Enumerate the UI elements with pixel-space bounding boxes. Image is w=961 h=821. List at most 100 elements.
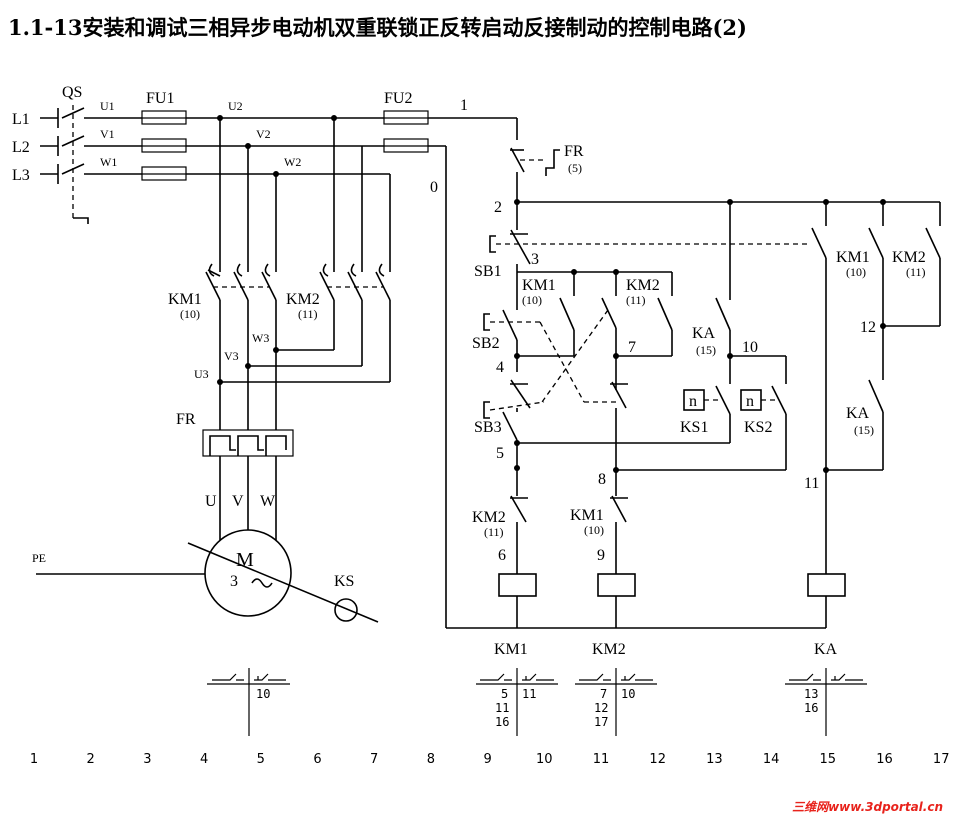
sb2-label: SB2 bbox=[472, 335, 500, 352]
column-number: 10 bbox=[536, 752, 553, 767]
ks1-label: KS1 bbox=[680, 419, 708, 436]
qs-label: QS bbox=[62, 84, 82, 101]
w1-label: W1 bbox=[100, 155, 117, 169]
coil-km2-label: KM2 bbox=[592, 641, 626, 658]
node-7: 7 bbox=[628, 339, 636, 356]
column-number: 9 bbox=[483, 752, 491, 767]
km2-main-ref: (11) bbox=[298, 307, 318, 321]
column-number: 5 bbox=[257, 752, 265, 767]
km1-interlock-label: KM1 bbox=[570, 507, 604, 524]
u3-label: U3 bbox=[194, 367, 209, 381]
ka-ctrl-ref: (15) bbox=[696, 343, 716, 357]
column-number: 8 bbox=[427, 752, 435, 767]
node-8: 8 bbox=[598, 471, 606, 488]
column-number: 11 bbox=[593, 752, 610, 767]
xref-km1-left-0: 5 bbox=[501, 687, 508, 701]
ka-right-ref: (15) bbox=[854, 423, 874, 437]
km2-interlock-label: KM2 bbox=[472, 509, 506, 526]
column-number: 15 bbox=[820, 752, 837, 767]
sb3-label: SB3 bbox=[474, 419, 502, 436]
ka-ctrl-label: KA bbox=[692, 325, 716, 342]
km2-main-label: KM2 bbox=[286, 291, 320, 308]
node-0: 0 bbox=[430, 179, 438, 196]
l3-label: L3 bbox=[12, 167, 30, 184]
w2-label: W2 bbox=[284, 155, 301, 169]
u1-label: U1 bbox=[100, 99, 115, 113]
ka-right-label: KA bbox=[846, 405, 870, 422]
node-6: 6 bbox=[498, 547, 506, 564]
column-number: 6 bbox=[313, 752, 321, 767]
km2-right-ref: (11) bbox=[906, 265, 926, 279]
node-9: 9 bbox=[597, 547, 605, 564]
v3-label: V3 bbox=[224, 349, 239, 363]
node-12: 12 bbox=[860, 319, 876, 336]
main-circuit bbox=[36, 105, 391, 623]
xref-km1-left-1: 11 bbox=[495, 701, 509, 715]
v-label: V bbox=[232, 493, 244, 510]
motor-m-label: M bbox=[236, 549, 254, 571]
ks1-box: n bbox=[689, 393, 697, 410]
fr-ctrl-ref: (5) bbox=[568, 161, 582, 175]
v2-label: V2 bbox=[256, 127, 271, 141]
node-11: 11 bbox=[804, 475, 819, 492]
column-number: 1 bbox=[30, 752, 38, 767]
w-label: W bbox=[260, 493, 276, 510]
l2-label: L2 bbox=[12, 139, 30, 156]
km1-right-ref: (10) bbox=[846, 265, 866, 279]
fu2-label: FU2 bbox=[384, 90, 412, 107]
xref-ka-left-0: 13 bbox=[804, 687, 818, 701]
xref-km2-left-0: 7 bbox=[600, 687, 607, 701]
column-number: 17 bbox=[933, 752, 950, 767]
km2-seal-label: KM2 bbox=[626, 277, 660, 294]
ks-label: KS bbox=[334, 573, 354, 590]
motor-phase-label: 3 bbox=[230, 573, 238, 590]
fu1-label: FU1 bbox=[146, 90, 174, 107]
control-circuit bbox=[383, 110, 941, 629]
xref-km2-left-1: 12 bbox=[594, 701, 608, 715]
cross-reference: 10 5 11 16 11 7 12 17 10 13 16 bbox=[207, 668, 867, 736]
km1-main-ref: (10) bbox=[180, 307, 200, 321]
ks2-label: KS2 bbox=[744, 419, 772, 436]
km1-interlock-ref: (10) bbox=[584, 523, 604, 537]
column-number: 2 bbox=[87, 752, 95, 767]
fr-ctrl-label: FR bbox=[564, 143, 584, 160]
coil-km1-label: KM1 bbox=[494, 641, 528, 658]
xref-ka-left-1: 16 bbox=[804, 701, 818, 715]
km1-right-label: KM1 bbox=[836, 249, 870, 266]
xref-main: 10 bbox=[256, 687, 270, 701]
watermark: 三维网www.3dportal.cn bbox=[792, 800, 943, 814]
xref-km2-left-2: 17 bbox=[594, 715, 608, 729]
km2-right-label: KM2 bbox=[892, 249, 926, 266]
km2-seal-ref: (11) bbox=[626, 293, 646, 307]
km2-interlock-ref: (11) bbox=[484, 525, 504, 539]
node-1: 1 bbox=[460, 97, 468, 114]
u2-label: U2 bbox=[228, 99, 243, 113]
km1-seal-ref: (10) bbox=[522, 293, 542, 307]
xref-km2-right: 10 bbox=[621, 687, 635, 701]
coil-ka-label: KA bbox=[814, 641, 838, 658]
ks2-box: n bbox=[746, 393, 754, 410]
km1-main-label: KM1 bbox=[168, 291, 202, 308]
column-number: 7 bbox=[370, 752, 378, 767]
pe-label: PE bbox=[32, 551, 46, 565]
column-number: 16 bbox=[876, 752, 893, 767]
xref-km1-right: 11 bbox=[522, 687, 536, 701]
column-number: 14 bbox=[763, 752, 780, 767]
column-number: 3 bbox=[143, 752, 151, 767]
node-10: 10 bbox=[742, 339, 758, 356]
page-title: 1.1-13安装和调试三相异步电动机双重联锁正反转启动反接制动的控制电路(2) bbox=[8, 15, 747, 40]
v1-label: V1 bbox=[100, 127, 115, 141]
fr-main-label: FR bbox=[176, 411, 196, 428]
column-number: 13 bbox=[706, 752, 723, 767]
column-number: 4 bbox=[200, 752, 208, 767]
sb1-label: SB1 bbox=[474, 263, 502, 280]
xref-km1-left-2: 16 bbox=[495, 715, 509, 729]
w3-label: W3 bbox=[252, 331, 269, 345]
node-4: 4 bbox=[496, 359, 504, 376]
node-5: 5 bbox=[496, 445, 504, 462]
km1-seal-label: KM1 bbox=[522, 277, 556, 294]
node-3: 3 bbox=[531, 251, 539, 268]
labels: QS L1 L2 L3 U1 V1 W1 FU1 U2 V2 W2 FU2 1 … bbox=[12, 84, 926, 658]
